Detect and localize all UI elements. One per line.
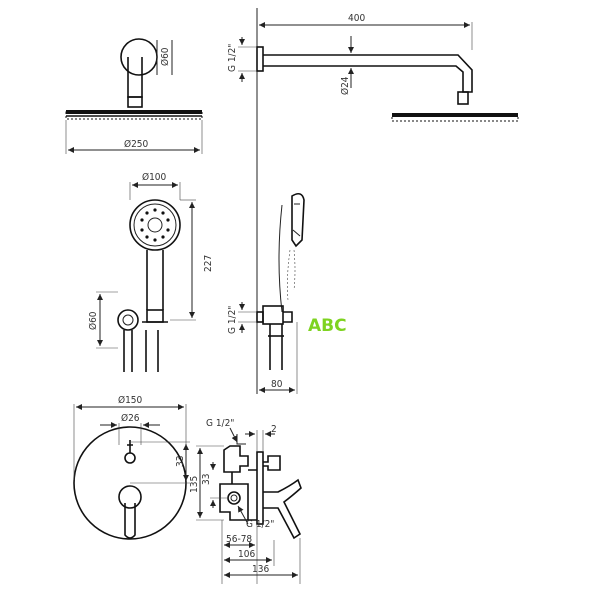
dim-len400: 400 <box>348 13 365 24</box>
dim-v33a: 33 <box>175 456 186 467</box>
dim-d24: Ø24 <box>339 76 351 95</box>
dim-d60-mid: Ø60 <box>87 311 99 330</box>
dim-v33b: 33 <box>201 474 212 485</box>
dim-d150: Ø150 <box>118 394 143 406</box>
dim-v135: 135 <box>189 476 200 493</box>
dim-g12-valve-bot: G 1/2" <box>246 519 274 530</box>
dim-d100: Ø100 <box>142 171 167 183</box>
hand-shower-side-view <box>238 192 305 394</box>
hand-shower-front-view <box>96 182 196 372</box>
logo-abc: ABC <box>308 316 347 336</box>
dim-d60-top: Ø60 <box>159 47 171 66</box>
dim-g12-top: G 1/2" <box>227 44 238 72</box>
dim-g12-mid: G 1/2" <box>227 306 238 334</box>
dim-w136: 136 <box>252 564 269 575</box>
mixer-side-view <box>196 427 302 584</box>
mixer-front-view <box>73 404 190 540</box>
dim-w80: 80 <box>271 379 283 390</box>
dim-d26: Ø26 <box>121 412 140 424</box>
head-shower-side-view <box>65 38 203 154</box>
dim-d250: Ø250 <box>124 138 149 150</box>
dim-v2: 2 <box>271 424 277 435</box>
shower-arm-side-view <box>238 22 519 122</box>
dim-h227: 227 <box>203 255 214 272</box>
dim-r5678: 56-78 <box>226 534 252 545</box>
dim-g12-valve-top: G 1/2" <box>206 418 234 429</box>
dim-w106: 106 <box>238 549 255 560</box>
